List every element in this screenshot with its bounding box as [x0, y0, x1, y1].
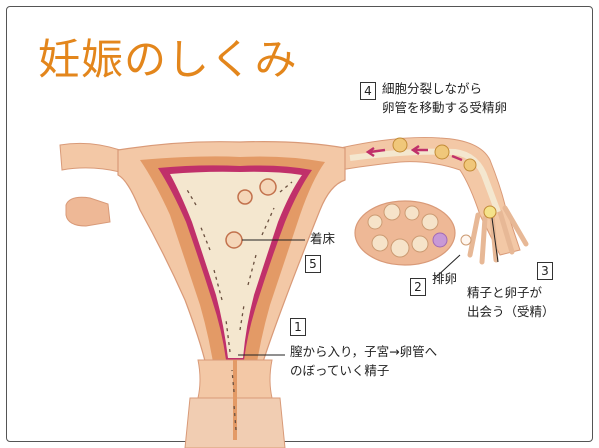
implanting-embryo	[226, 232, 242, 248]
step-5-label: 着床	[310, 230, 335, 247]
step-1-line-2: のぼっていく精子	[290, 362, 389, 379]
step-3-number: 3	[537, 262, 553, 280]
fertilization-site	[484, 206, 496, 218]
step-1-line-1: 膣から入り，子宮→卵管へ	[290, 343, 437, 360]
zygote	[393, 138, 407, 152]
follicle	[391, 239, 409, 257]
step-4-line-2: 卵管を移動する受精卵	[382, 99, 507, 116]
follicle	[405, 206, 419, 220]
step-2-label: 排卵	[432, 270, 457, 287]
blastocyst	[260, 179, 276, 195]
follicle	[368, 215, 382, 229]
step-2-number: 2	[410, 278, 426, 296]
blastocyst	[238, 190, 252, 204]
step-3-line-2: 出会う（受精）	[467, 303, 555, 320]
follicle	[384, 204, 400, 220]
step-4-line-1: 細胞分裂しながら	[382, 80, 482, 97]
follicle	[372, 235, 388, 251]
step-4-number: 4	[360, 82, 376, 100]
follicle	[422, 214, 438, 230]
left-ovary-stub	[66, 197, 110, 226]
ovum	[461, 235, 471, 245]
step-5-number: 5	[305, 255, 321, 273]
left-fallopian-tube	[60, 143, 120, 172]
zygote	[464, 159, 476, 171]
step-3-line-1: 精子と卵子が	[467, 284, 542, 301]
zygote	[435, 145, 449, 159]
follicle	[412, 236, 428, 252]
ovulating-follicle	[433, 233, 447, 247]
step-1-number: 1	[290, 318, 306, 336]
